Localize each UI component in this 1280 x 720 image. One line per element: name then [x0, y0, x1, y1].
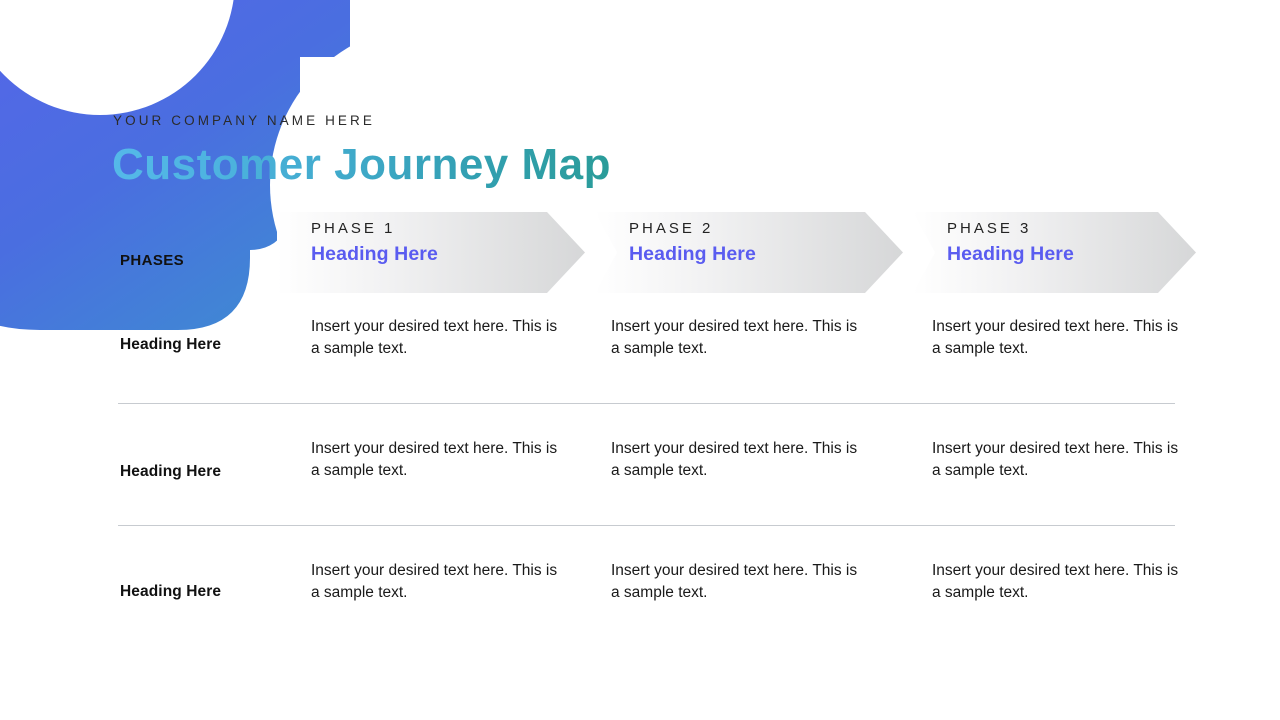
phase-1-heading: Heading Here: [311, 243, 438, 265]
page-title: Customer Journey Map: [112, 140, 611, 189]
phase-chevron-2[interactable]: PHASE 2 Heading Here: [595, 212, 903, 293]
row-1-cell-1: Insert your desired text here. This is a…: [311, 318, 558, 357]
chevron-shape-icon: [595, 212, 903, 293]
row-3-cell-3: Insert your desired text here. This is a…: [932, 562, 1179, 601]
phase-chevron-2-text: PHASE 2 Heading Here: [629, 221, 756, 264]
row-3-cell-2: Insert your desired text here. This is a…: [611, 562, 858, 601]
phase-3-label: PHASE 3: [947, 220, 1032, 237]
row-divider-1: [118, 403, 1175, 404]
phase-chevron-3[interactable]: PHASE 3 Heading Here: [913, 212, 1221, 293]
row-1-label: Heading Here: [120, 336, 222, 353]
phases-row-label: PHASES: [120, 252, 185, 269]
phase-2-heading: Heading Here: [629, 243, 756, 265]
row-1-cell-3: Insert your desired text here. This is a…: [932, 318, 1179, 357]
phase-2-label: PHASE 2: [629, 220, 714, 237]
row-2-cell-1: Insert your desired text here. This is a…: [311, 440, 558, 479]
row-divider-2: [118, 525, 1175, 526]
row-2-label: Heading Here: [120, 463, 222, 480]
chevron-shape-icon: [913, 212, 1221, 293]
row-2-cell-3: Insert your desired text here. This is a…: [932, 440, 1179, 479]
phase-chevron-1-text: PHASE 1 Heading Here: [311, 221, 438, 264]
phase-chevron-band: PHASE 1 Heading Here PH: [0, 212, 1280, 293]
row-3-cell-1: Insert your desired text here. This is a…: [311, 562, 558, 601]
phase-chevron-3-text: PHASE 3 Heading Here: [947, 221, 1074, 264]
row-2-cell-2: Insert your desired text here. This is a…: [611, 440, 858, 479]
row-3-label: Heading Here: [120, 583, 222, 600]
phase-1-label: PHASE 1: [311, 220, 396, 237]
chevron-shape-icon: [277, 212, 585, 293]
company-name: YOUR COMPANY NAME HERE: [113, 113, 375, 128]
row-1-cell-2: Insert your desired text here. This is a…: [611, 318, 858, 357]
phase-chevron-1[interactable]: PHASE 1 Heading Here: [277, 212, 585, 293]
phase-3-heading: Heading Here: [947, 243, 1074, 265]
